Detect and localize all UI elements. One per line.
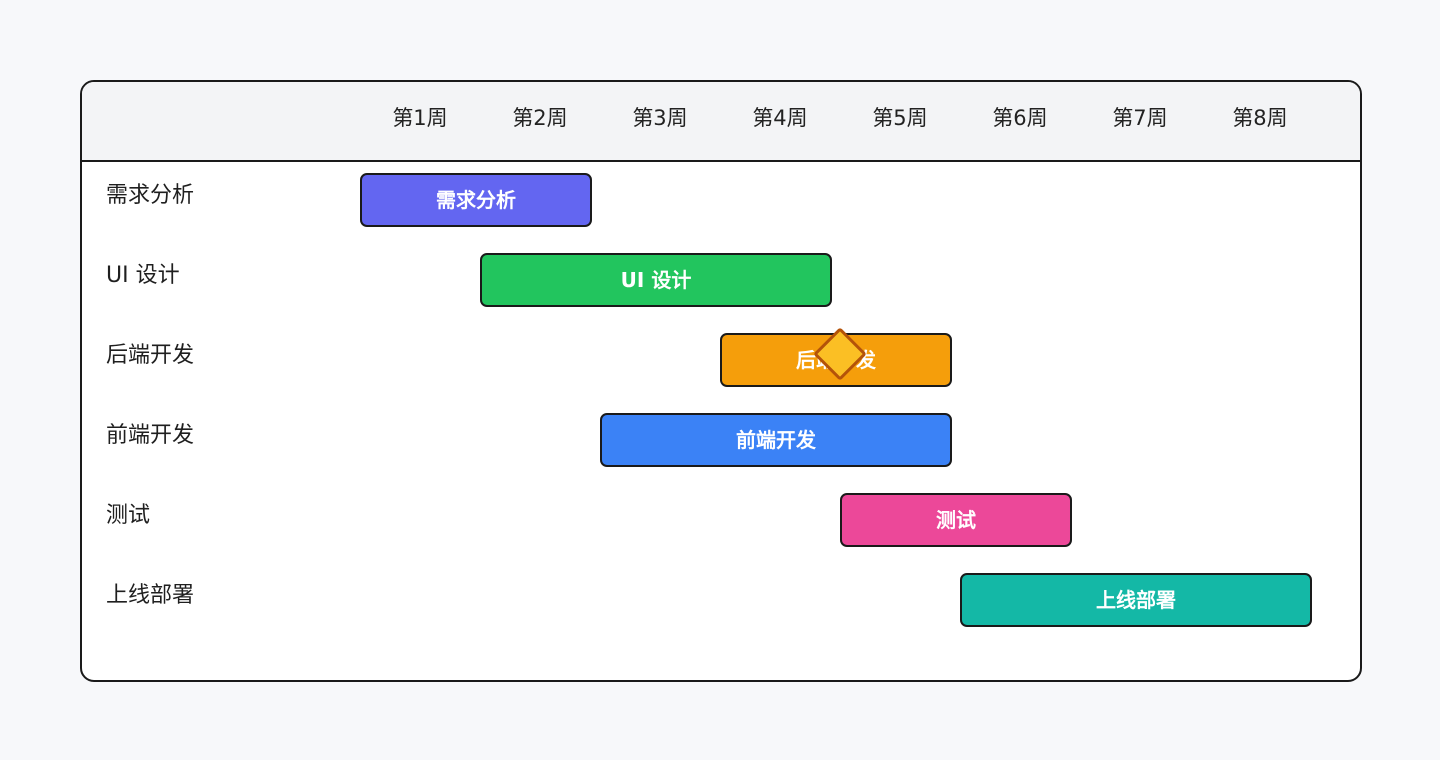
task-bar[interactable]: 需求分析: [360, 173, 592, 227]
task-bar[interactable]: 测试: [840, 493, 1072, 547]
task-row-label: UI 设计: [106, 263, 180, 288]
week-label: 第5周: [872, 106, 928, 130]
week-label: 第8周: [1232, 106, 1288, 130]
task-bar-label: UI 设计: [620, 267, 692, 292]
gantt-chart: 第1周 第2周 第3周 第4周 第5周 第6周 第7周 第8周 需求分析 需求分析 UI 设计 UI…: [80, 80, 1362, 682]
task-bar-label: 测试: [936, 507, 976, 532]
week-label: 第6周: [992, 106, 1048, 130]
task-bar[interactable]: UI 设计: [480, 253, 832, 307]
task-bar-label: 需求分析: [436, 187, 516, 212]
task-bar[interactable]: 前端开发: [600, 413, 952, 467]
week-label: 第1周: [392, 106, 448, 130]
week-label: 第3周: [632, 106, 688, 130]
week-label: 第7周: [1112, 106, 1168, 130]
week-label: 第4周: [752, 106, 808, 130]
task-row-label: 测试: [106, 503, 151, 528]
task-bar-label: 上线部署: [1096, 587, 1176, 612]
task-row-label: 上线部署: [106, 583, 195, 608]
task-row-label: 后端开发: [106, 343, 195, 368]
task-row-label: 前端开发: [106, 423, 195, 448]
week-label: 第2周: [512, 106, 568, 130]
task-bar[interactable]: 上线部署: [960, 573, 1312, 627]
timeline-header: 第1周 第2周 第3周 第4周 第5周 第6周 第7周 第8周: [82, 82, 1360, 162]
task-bar-label: 前端开发: [736, 427, 816, 452]
task-row-label: 需求分析: [106, 183, 195, 208]
